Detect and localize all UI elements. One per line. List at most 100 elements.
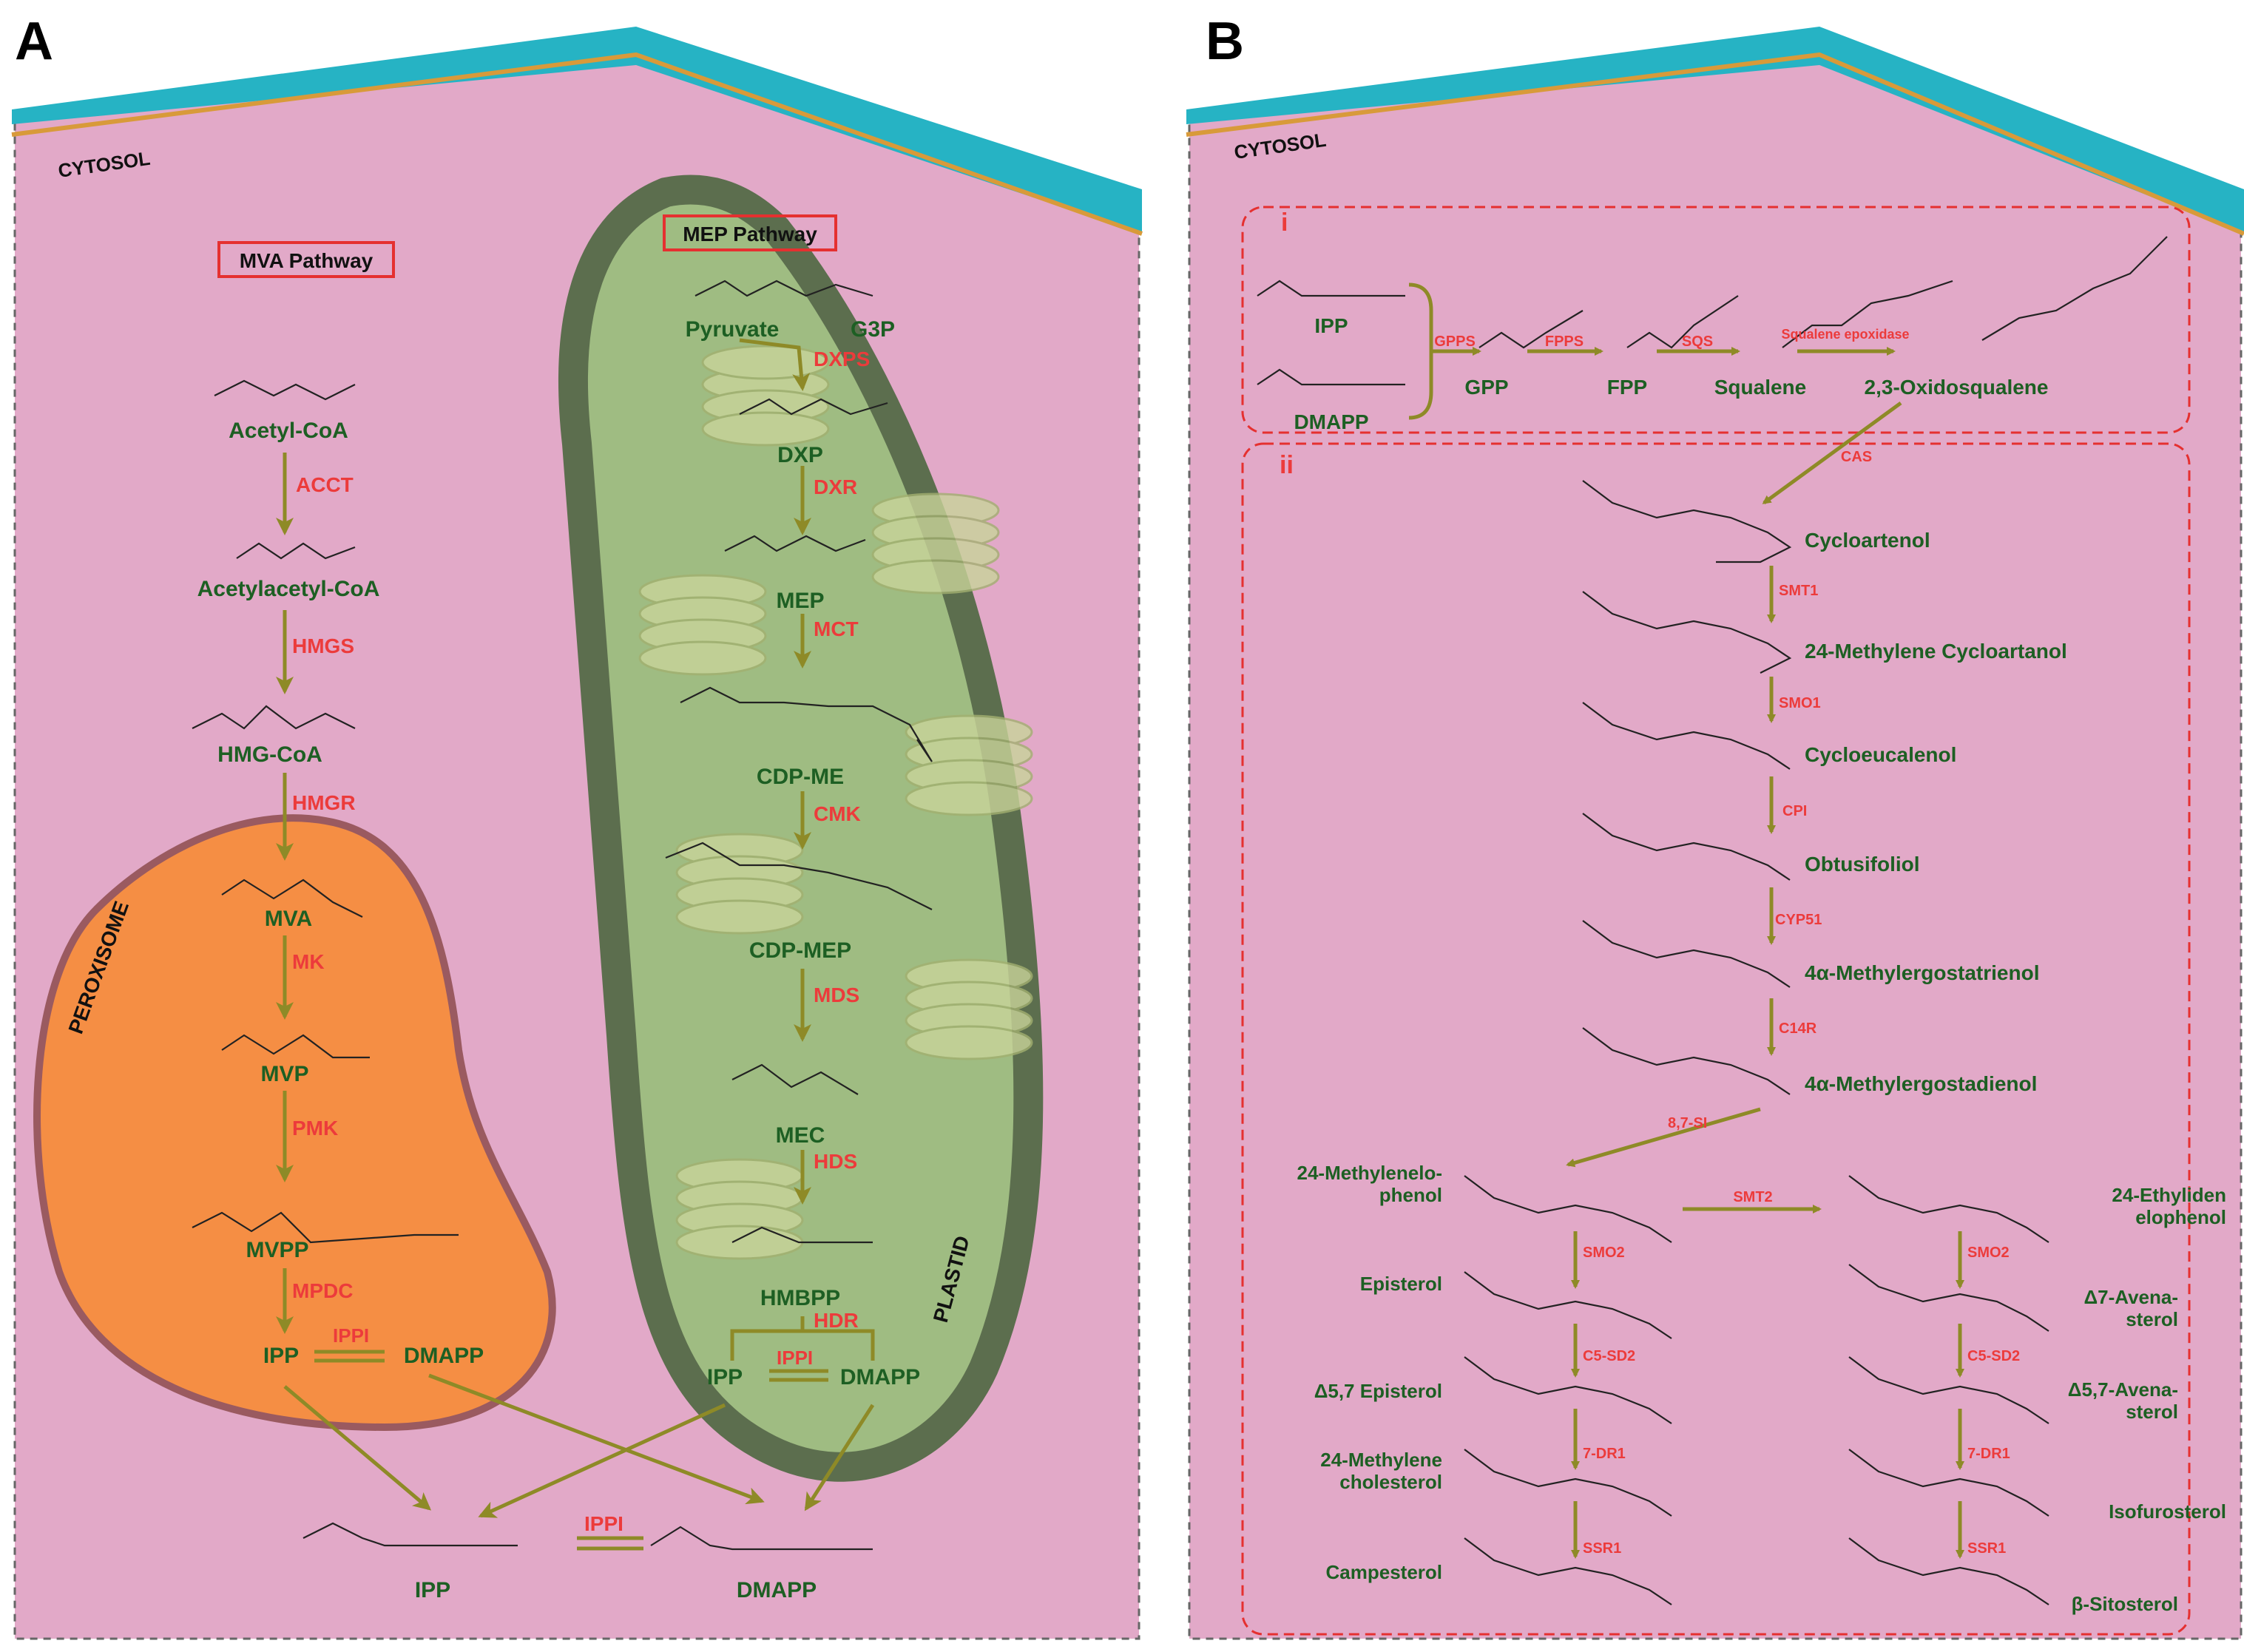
section-ii-box — [1241, 442, 2191, 1636]
enz-smo1: SMO1 — [1779, 695, 1821, 711]
enz-mds: MDS — [814, 984, 859, 1006]
enz-ssr1-right: SSR1 — [1967, 1540, 2006, 1557]
met-left-4-line: cholesterol — [1339, 1471, 1442, 1493]
met-dmapp-cytosol: DMAPP — [737, 1578, 817, 1602]
met-g3p: G3P — [851, 317, 895, 342]
met-left-1-line: phenol — [1379, 1184, 1442, 1206]
met-cdp-mep: CDP-MEP — [749, 938, 851, 963]
cell-membrane-a — [11, 52, 1143, 236]
met-dxp: DXP — [777, 443, 823, 467]
met-left-2-line: Episterol — [1360, 1273, 1442, 1295]
mep-enzyme-labels: DXPS DXR MCT CMK MDS HDS HDR IPPI — [777, 348, 870, 1369]
met-dmapp-plastid: DMAPP — [840, 1365, 920, 1389]
enz-fpps: FPPS — [1545, 334, 1584, 350]
met-24-methylene-cycloartanol: 24-Methylene Cycloartanol — [1805, 640, 2067, 663]
met-right-3-line: sterol — [2126, 1401, 2178, 1423]
thylakoid-stacks — [638, 345, 1033, 1260]
branch-arrows — [1571, 1205, 1964, 1559]
enz-squalene-epoxidase: Squalene epoxidase — [1781, 327, 1909, 342]
mep-arrows — [478, 338, 875, 1551]
section-i-box — [1241, 206, 2191, 434]
b-input-ipp: IPP — [1314, 314, 1348, 337]
enz-smo2-right: SMO2 — [1967, 1245, 2010, 1261]
mva-metabolite-labels: Acetyl-CoA Acetylacetyl-CoA HMG-CoA MVA … — [197, 419, 484, 1368]
met-right-5: β-Sitosterol — [2072, 1593, 2178, 1615]
section-i-structures — [1257, 236, 2168, 386]
met-ipp-plastid: IPP — [707, 1365, 743, 1389]
met-right-5-line: β-Sitosterol — [2072, 1593, 2178, 1615]
enz-dxps: DXPS — [814, 348, 870, 370]
enz-hmgr: HMGR — [292, 791, 356, 814]
met-left-5-line: Campesterol — [1326, 1561, 1443, 1583]
mep-title: MEP Pathway — [683, 223, 817, 246]
met-cycloartenol: Cycloartenol — [1805, 529, 1930, 552]
met-right-1-line: 24-Ethyliden — [2112, 1184, 2226, 1206]
enz-ippi-plastid: IPPI — [777, 1347, 813, 1369]
met-right-3: Δ5,7-Avena-sterol — [2068, 1378, 2178, 1423]
cell-wall-b — [1186, 27, 2244, 234]
met-mec: MEC — [776, 1123, 825, 1148]
met-left-1-line: 24-Methylenelo- — [1297, 1162, 1443, 1184]
mva-enzyme-labels: ACCT HMGS HMGR MK PMK MPDC IPPI — [292, 473, 369, 1347]
met-gpp: GPP — [1464, 376, 1508, 399]
enz-smo2-left: SMO2 — [1583, 1245, 1625, 1261]
met-methylergostadienol: 4α-Methylergostadienol — [1805, 1072, 2037, 1095]
enz-c14r: C14R — [1779, 1020, 1817, 1037]
met-fpp: FPP — [1607, 376, 1647, 399]
mep-metabolite-labels: Pyruvate G3P DXP MEP CDP-ME CDP-MEP MEC … — [686, 317, 921, 1389]
section-ii-label: ii — [1280, 451, 1294, 479]
enz-87-si: 8,7-SI — [1668, 1115, 1707, 1131]
enz-hds: HDS — [814, 1150, 857, 1173]
enz-gpps: GPPS — [1434, 334, 1476, 350]
peroxisome — [33, 814, 556, 1432]
enz-7-dr1-right: 7-DR1 — [1967, 1446, 2010, 1462]
met-right-3-line: Δ5,7-Avena- — [2068, 1378, 2178, 1401]
met-right-2-line: Δ7-Avena- — [2084, 1286, 2178, 1308]
enz-ippi-peroxisome: IPPI — [333, 1324, 369, 1347]
met-oxidosqualene: 2,3-Oxidosqualene — [1865, 376, 2049, 399]
mep-structures — [303, 280, 933, 1551]
met-ipp-peroxisome: IPP — [263, 1344, 299, 1368]
met-left-4-line: 24-Methylene — [1320, 1449, 1442, 1471]
enz-cas: CAS — [1841, 449, 1872, 465]
panel-a-letter: A — [15, 12, 53, 71]
met-mvp: MVP — [260, 1062, 308, 1086]
enz-hdr: HDR — [814, 1309, 859, 1332]
mep-title-box — [663, 214, 837, 251]
met-ipp-cytosol: IPP — [415, 1578, 450, 1602]
mva-title: MVA Pathway — [240, 249, 374, 272]
met-mvpp: MVPP — [246, 1238, 308, 1262]
met-cycloeucalenol: Cycloeucalenol — [1805, 743, 1956, 766]
main-chain-arrows — [1566, 566, 1776, 1168]
enz-mct: MCT — [814, 617, 859, 640]
enz-smt1: SMT1 — [1779, 583, 1818, 599]
met-dmapp-peroxisome: DMAPP — [404, 1344, 484, 1368]
met-left-3-line: Δ5,7 Episterol — [1314, 1380, 1442, 1402]
mva-arrows — [276, 453, 765, 1511]
met-pyruvate: Pyruvate — [686, 317, 780, 342]
panel-a: A CYTOSOL PEROXISOME PLASTID MVA Pathway… — [11, 12, 1143, 1640]
met-methylergostatrienol: 4α-Methylergostatrienol — [1805, 961, 2040, 984]
met-left-1: 24-Methylenelo-phenol — [1297, 1162, 1443, 1206]
enz-dxr: DXR — [814, 475, 857, 498]
enz-ssr1-left: SSR1 — [1583, 1540, 1621, 1557]
enz-pmk: PMK — [292, 1117, 338, 1140]
enz-cpi: CPI — [1782, 803, 1807, 819]
branch-structures — [1464, 1175, 2049, 1605]
met-right-4: Isofurosterol — [2109, 1500, 2226, 1523]
met-obtusifoliol: Obtusifoliol — [1805, 853, 1920, 876]
enz-sqs: SQS — [1682, 334, 1713, 350]
arrow-cas — [1762, 401, 1902, 505]
met-left-5: Campesterol — [1326, 1561, 1443, 1583]
enz-mk: MK — [292, 950, 325, 973]
enz-acct: ACCT — [296, 473, 354, 496]
met-acetylacetyl-coa: Acetylacetyl-CoA — [197, 577, 380, 601]
mva-title-box — [217, 241, 395, 278]
enz-smt2: SMT2 — [1733, 1189, 1772, 1205]
enz-cmk: CMK — [814, 802, 861, 825]
enz-hmgs: HMGS — [292, 634, 354, 657]
enz-7-dr1-left: 7-DR1 — [1583, 1446, 1626, 1462]
